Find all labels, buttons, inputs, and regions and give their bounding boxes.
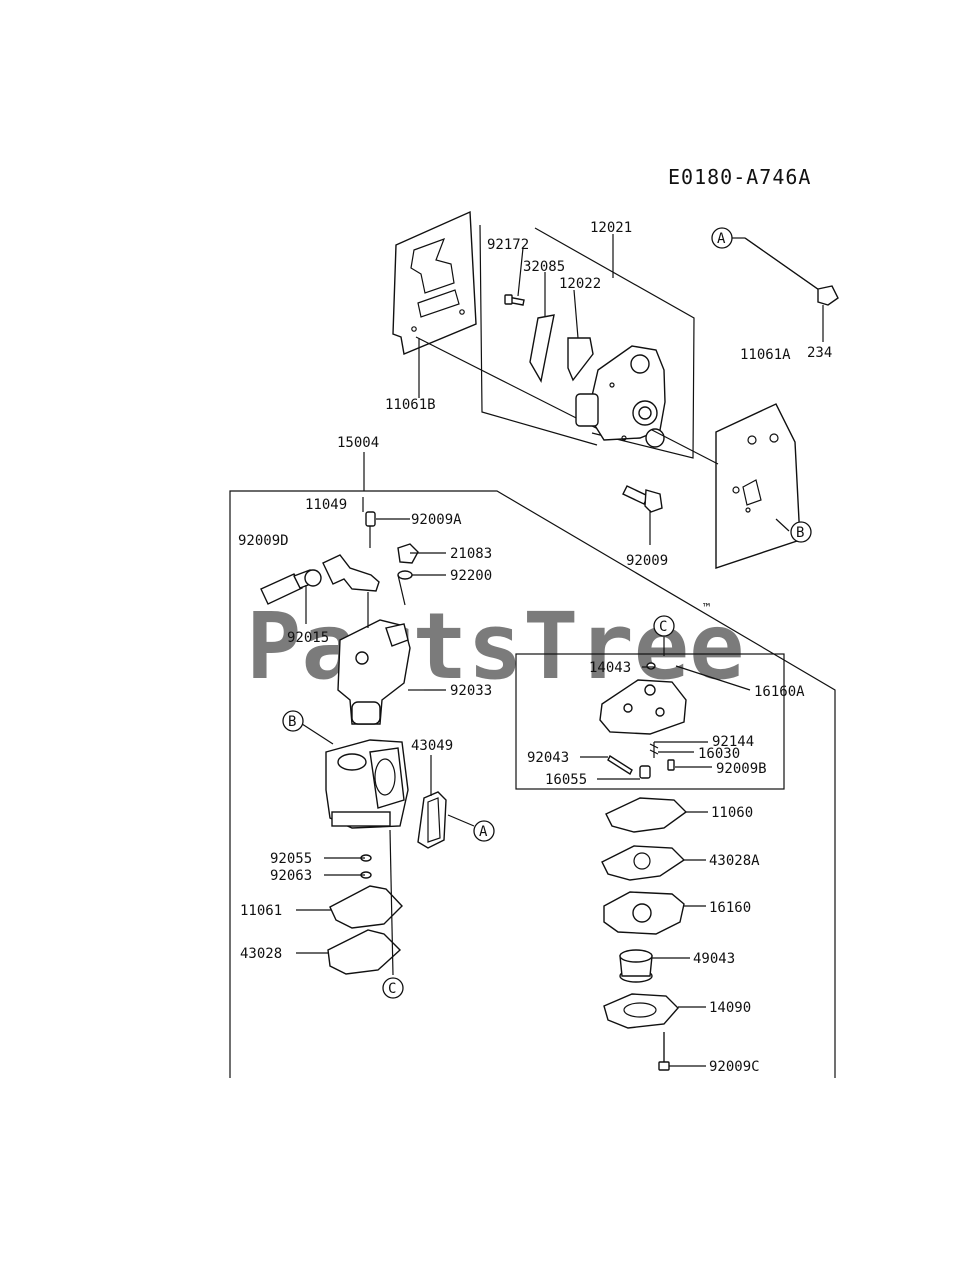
leader-lines <box>296 234 824 1067</box>
carburetor-body-b-drawing <box>325 739 409 829</box>
bolt-234-drawing <box>744 237 839 306</box>
svg-text:C: C <box>659 619 667 635</box>
screw-92009a-drawing <box>365 511 376 548</box>
assembly-outline-top <box>479 224 695 459</box>
label-16055: 16055 <box>545 772 587 788</box>
nut-92015-drawing <box>304 569 322 587</box>
diagram-code: E0180-A746A <box>668 165 811 189</box>
gasket-11061b-drawing <box>392 210 477 355</box>
bolt-92172-drawing <box>504 294 525 306</box>
label-92009d: 92009D <box>238 533 289 549</box>
label-92063: 92063 <box>270 868 312 884</box>
label-92009: 92009 <box>626 553 668 569</box>
plate-32085-drawing <box>529 314 555 383</box>
label-12021: 12021 <box>590 220 632 236</box>
label-11049: 11049 <box>305 497 347 513</box>
label-43028a: 43028A <box>709 853 760 869</box>
label-11061a: 11061A <box>740 347 791 363</box>
gasket-b-drawing <box>651 403 801 569</box>
label-16160a: 16160A <box>754 684 805 700</box>
callout-c-bottom: C <box>382 977 404 999</box>
gasket-43049-inner <box>427 797 441 843</box>
washer-92200-drawing <box>397 570 413 580</box>
label-11060: 11060 <box>711 805 753 821</box>
label-21083: 21083 <box>450 546 492 562</box>
diaphragm-43028-drawing <box>327 929 402 975</box>
bolt-92009-drawing <box>622 485 663 513</box>
flange-14090-drawing <box>603 993 679 1029</box>
label-15004: 15004 <box>337 435 379 451</box>
gasket-11061-drawing <box>329 885 403 929</box>
callout-a-left: A <box>473 820 495 842</box>
label-12022: 12022 <box>559 276 601 292</box>
svg-text:B: B <box>796 525 804 541</box>
carburetor-kit-outline <box>229 490 836 1078</box>
bracket-11049-drawing <box>322 554 380 592</box>
label-14043: 14043 <box>589 660 631 676</box>
watermark-trademark: ™ <box>703 601 710 615</box>
label-92200: 92200 <box>450 568 492 584</box>
label-14090: 14090 <box>709 1000 751 1016</box>
svg-text:C: C <box>388 981 396 997</box>
label-43049: 43049 <box>411 738 453 754</box>
pump-cover-16160a-drawing <box>599 679 687 735</box>
label-49043: 49043 <box>693 951 735 967</box>
manifold-12021-drawing <box>575 345 666 448</box>
gasket-11060-drawing <box>605 797 688 833</box>
screw-92009b-drawing <box>667 759 675 771</box>
primer-bulb-49043-drawing <box>619 949 653 983</box>
svg-text:A: A <box>479 824 488 840</box>
label-32085: 32085 <box>523 259 565 275</box>
label-92144: 92144 <box>712 734 754 750</box>
pin-92043-drawing <box>607 754 633 776</box>
screw-92009c-drawing <box>658 1032 670 1071</box>
label-92009b: 92009B <box>716 761 767 777</box>
part-14043-drawing <box>646 662 656 670</box>
label-234: 234 <box>807 345 832 361</box>
label-92043: 92043 <box>527 750 569 766</box>
svg-text:B: B <box>288 714 296 730</box>
callout-b-right: B <box>790 521 812 543</box>
spring-92144-drawing <box>649 742 659 758</box>
plate-12022-drawing <box>567 337 594 382</box>
label-92033: 92033 <box>450 683 492 699</box>
label-16030: 16030 <box>698 746 740 762</box>
diaphragm-43028a-drawing <box>601 845 686 881</box>
label-11061: 11061 <box>240 903 282 919</box>
label-11061b: 11061B <box>385 397 436 413</box>
label-92009a: 92009A <box>411 512 462 528</box>
callout-a-top: A <box>711 227 733 249</box>
leader-gasket-manifold <box>415 336 599 430</box>
lever-16055-drawing <box>639 765 651 779</box>
carburetor-upper-body-drawing <box>337 592 424 725</box>
callout-b-left: B <box>282 710 304 732</box>
label-92055: 92055 <box>270 851 312 867</box>
label-43028: 43028 <box>240 946 282 962</box>
label-16160: 16160 <box>709 900 751 916</box>
callout-c-top: C <box>653 615 675 637</box>
svg-text:A: A <box>717 231 726 247</box>
label-92172: 92172 <box>487 237 529 253</box>
pump-box-outline <box>515 653 785 790</box>
label-92015: 92015 <box>287 630 329 646</box>
knob-21083-drawing <box>397 543 419 564</box>
label-92009c: 92009C <box>709 1059 760 1075</box>
